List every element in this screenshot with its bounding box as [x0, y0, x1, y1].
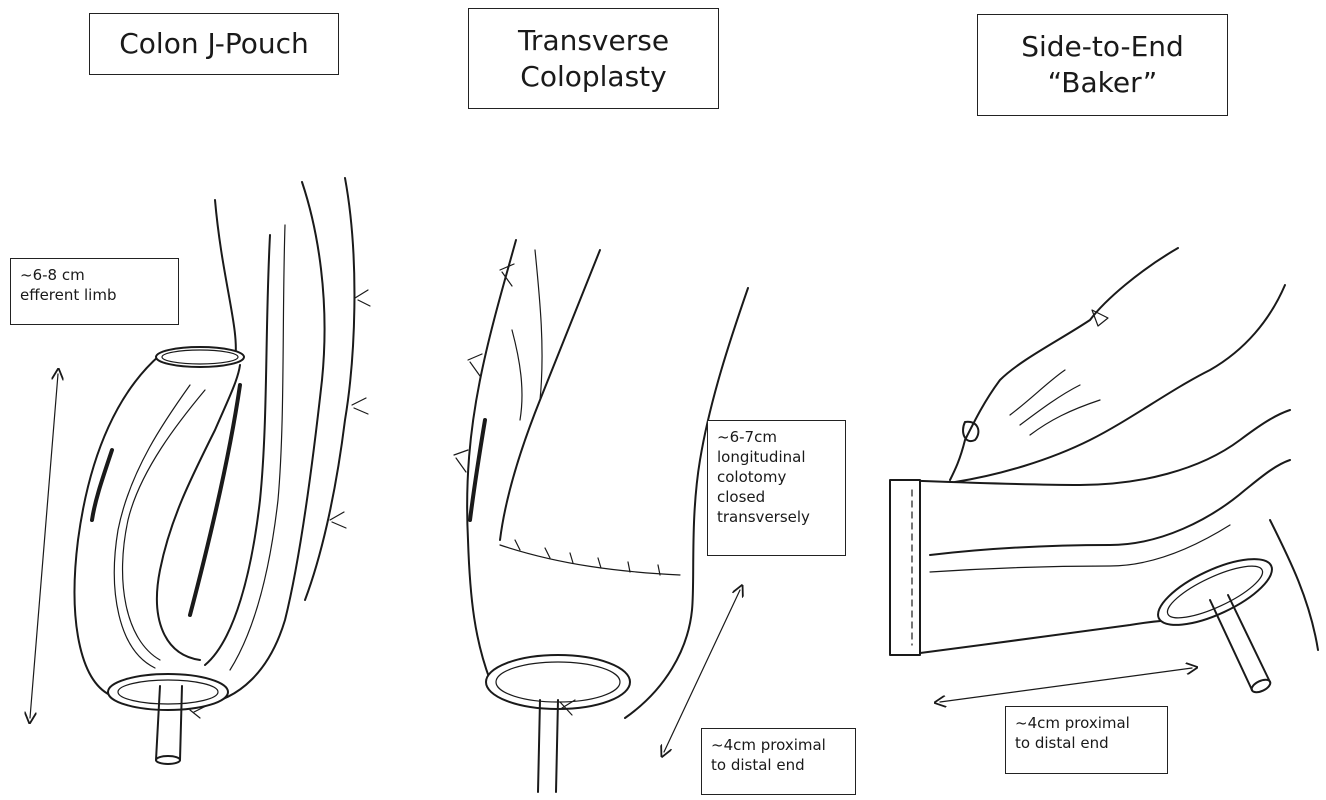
- title-side-to-end-baker: Side-to-End “Baker”: [977, 14, 1228, 116]
- title-colon-j-pouch: Colon J-Pouch: [89, 13, 339, 75]
- baker-distance-label: ~4cm proximal to distal end: [1005, 706, 1168, 774]
- colotomy-label: ~6-7cm longitudinal colotomy closed tran…: [707, 420, 846, 556]
- efferent-limb-label: ~6-8 cm efferent limb: [10, 258, 179, 325]
- baker-drawing: [890, 248, 1318, 702]
- title-transverse-coloplasty: Transverse Coloplasty: [468, 8, 719, 109]
- coloplasty-drawing: [454, 240, 748, 792]
- coloplasty-distance-label: ~4cm proximal to distal end: [701, 728, 856, 795]
